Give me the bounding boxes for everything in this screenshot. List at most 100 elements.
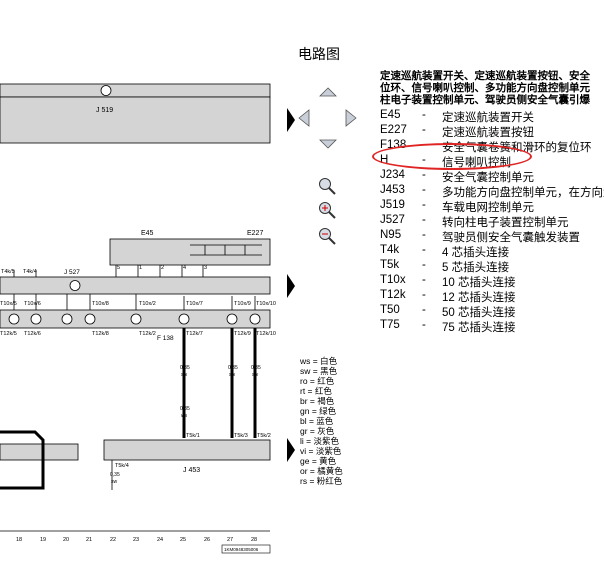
t10x-label: T10x/7	[186, 301, 203, 307]
left-harness	[0, 430, 45, 490]
left-component-box	[0, 443, 79, 461]
legend-code: J453	[380, 184, 405, 196]
e45-label: E45	[141, 230, 154, 237]
wire-size: 0,35	[180, 365, 190, 371]
wire-color-row: or = 橘黄色	[300, 466, 343, 476]
wire-color: sw	[181, 372, 188, 378]
legend-row: E227-定速巡航装置按钮	[380, 124, 604, 139]
t12k-label: T12k/9	[234, 331, 251, 337]
t12k-label: T12k/2	[139, 331, 156, 337]
switch-contacts	[190, 244, 262, 256]
legend-row: J453 - 多功能方向盘控制单元，在方向盘	[380, 184, 604, 199]
legend-row: T4k-4 芯插头连接	[380, 244, 604, 259]
t10x-label: T10x/9	[234, 301, 251, 307]
wire-color-row: vi = 淡紫色	[300, 446, 342, 456]
wire-size: 0,35	[110, 472, 120, 478]
wire-color: ws	[181, 413, 188, 419]
arrow-left-icon[interactable]	[298, 109, 310, 127]
col-num: 28	[251, 537, 257, 543]
zoom-out-icon[interactable]	[319, 228, 336, 245]
wire-size: 0,35	[251, 365, 261, 371]
legend-dash: -	[422, 169, 426, 181]
legend-dash: -	[422, 109, 426, 121]
legend-text: 定速巡航装置开关	[442, 112, 534, 124]
pin-e45-5: 3	[204, 265, 207, 271]
legend-code: E45	[380, 109, 401, 121]
j527-label: J 527	[64, 269, 80, 276]
legend-text: 10 芯插头连接	[442, 277, 516, 289]
legend-dash: -	[422, 259, 426, 271]
legend-row: E45 - 定速巡航装置开关	[380, 109, 604, 124]
legend-code: T75	[380, 319, 400, 331]
wire-color-row: ro = 红色	[300, 376, 335, 386]
wire-color-row: rt = 红色	[300, 386, 332, 396]
arrow-right-icon[interactable]	[287, 274, 295, 298]
legend-dash: -	[422, 214, 426, 226]
t10x-label: T10x/8	[92, 301, 109, 307]
legend-dash: -	[422, 184, 426, 196]
legend-dash: -	[422, 229, 426, 241]
wire-size: 0,35	[180, 406, 190, 412]
zoom-in-plus-icon[interactable]	[319, 202, 336, 219]
col-num: 27	[227, 537, 233, 543]
legend-row: J519 - 车载电网控制单元	[380, 199, 604, 214]
legend-code: T50	[380, 304, 400, 316]
legend-row: T10x-10 芯插头连接	[380, 274, 604, 289]
legend-text: 多功能方向盘控制单元，在方向盘	[442, 187, 604, 199]
t12k-label: T12k/6	[24, 331, 41, 337]
nav-pad	[298, 87, 357, 149]
t5k-label: T5k/4	[115, 463, 129, 469]
legend-dash: -	[422, 274, 426, 286]
legend-text: 驾驶员侧安全气囊触发装置	[442, 232, 580, 244]
legend-code: J519	[380, 199, 405, 211]
arrow-right-icon[interactable]	[287, 108, 295, 132]
arrow-right-icon[interactable]	[287, 438, 295, 462]
col-num: 26	[204, 537, 210, 543]
wire-color-row: br = 褐色	[300, 396, 335, 406]
t10x-label: T10x/2	[139, 301, 156, 307]
arrow-right-icon[interactable]	[345, 109, 357, 127]
legend-text: 车载电网控制单元	[442, 202, 534, 214]
legend-row: J234-安全气囊控制单元	[380, 169, 604, 184]
description-line: 定速巡航装置开关、定速巡航装置按钮、安全	[380, 70, 590, 82]
legend-text: 定速巡航装置按钮	[442, 127, 534, 139]
pin-e45-4: 4	[183, 265, 186, 271]
arrow-down-icon[interactable]	[319, 139, 337, 149]
e227-label: E227	[247, 230, 263, 237]
doc-code-box	[221, 544, 271, 554]
legend-dash: -	[422, 244, 426, 256]
col-num: 23	[133, 537, 139, 543]
col-num: 18	[16, 537, 22, 543]
description-line: 柱电子装置控制单元、驾驶员侧安全气囊引爆	[380, 94, 590, 106]
t10x-label: T10x/10	[256, 301, 276, 307]
wire-size: 0,35	[228, 365, 238, 371]
zoom-in-icon[interactable]	[319, 178, 336, 195]
wire-color-row: li = 淡紫色	[300, 436, 339, 446]
t5k-label: T5k/3	[234, 433, 248, 439]
wire-color: sw	[229, 372, 236, 378]
legend-dash: -	[422, 289, 426, 301]
j453-label: J 453	[183, 467, 200, 474]
legend-text: 5 芯插头连接	[442, 262, 510, 274]
page-title: 电路图	[298, 46, 340, 62]
t4k5-label: T4k/5	[1, 269, 15, 275]
pin-e45-1: 5	[117, 265, 120, 271]
highlight-ellipse	[372, 143, 532, 170]
ground-symbol	[100, 85, 112, 96]
arrow-up-icon[interactable]	[319, 87, 337, 97]
t5k-label: T5k/2	[257, 433, 271, 439]
j453-bar	[103, 439, 271, 461]
t12k-label: T12k/8	[92, 331, 109, 337]
legend-dash: -	[422, 319, 426, 331]
t10x-label: T10x/5	[0, 301, 17, 307]
t4k4-label: T4k/4	[23, 269, 37, 275]
j527-bar	[0, 276, 271, 295]
legend-text: 安全气囊控制单元	[442, 172, 534, 184]
legend-row: T75-75 芯插头连接	[380, 319, 604, 334]
legend-code: T4k	[380, 244, 400, 256]
j519-box	[0, 96, 271, 144]
legend-dash: -	[422, 199, 426, 211]
legend-dash: -	[422, 304, 426, 316]
